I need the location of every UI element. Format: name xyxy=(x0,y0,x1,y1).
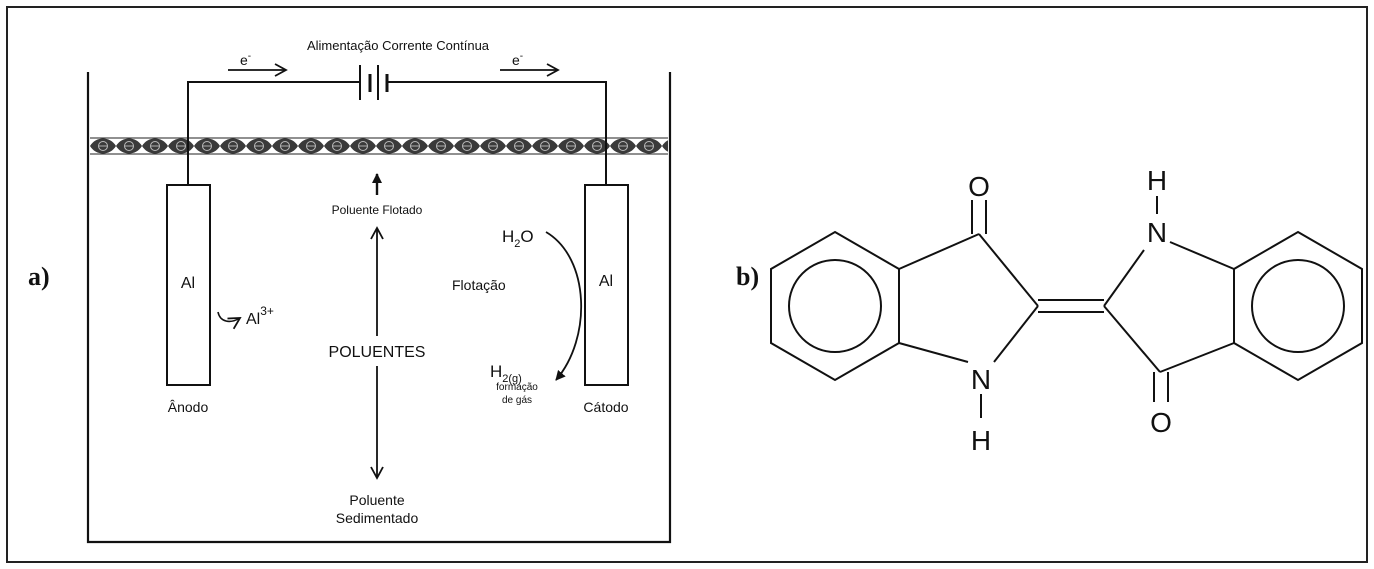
ion-label: Al3+ xyxy=(246,304,274,328)
atom-o-top: O xyxy=(968,171,990,202)
figure-frame xyxy=(6,6,1368,563)
sediment-label-line1: Poluente xyxy=(349,492,404,508)
panel-a-label: a) xyxy=(28,262,50,291)
flotation-label: Flotação xyxy=(452,277,506,293)
left-aromatic-circle xyxy=(788,259,882,353)
anode-electrode xyxy=(166,184,211,386)
right-aromatic-circle xyxy=(1251,259,1345,353)
bond xyxy=(898,233,980,270)
indigo-atoms: O N H H N O xyxy=(968,165,1172,456)
foam-layer xyxy=(90,133,668,159)
battery-icon xyxy=(359,65,389,100)
anode-label: Ânodo xyxy=(168,399,209,415)
anode-metal-label: Al xyxy=(181,275,195,292)
bond xyxy=(993,305,1039,363)
foam-edge xyxy=(90,137,668,155)
power-supply-label: Alimentação Corrente Contínua xyxy=(307,38,490,53)
ion-release-arrow xyxy=(217,311,242,330)
floated-pollutant-label: Poluente Flotado xyxy=(332,203,423,217)
gas-label-line2: de gás xyxy=(502,395,532,406)
electron-left-label: e- xyxy=(240,51,251,68)
bond xyxy=(978,233,1039,307)
water-label: H2O xyxy=(502,227,534,250)
gas-label-line1: formação xyxy=(496,382,538,393)
bond xyxy=(1103,249,1145,307)
hydrogen-label: H2(g) xyxy=(490,362,522,385)
indigo-structure xyxy=(770,196,1363,418)
bond xyxy=(1169,241,1235,270)
atom-n-top: N xyxy=(1147,217,1167,248)
left-benzene-ring xyxy=(770,230,900,382)
sediment-label-line2: Sedimentado xyxy=(336,510,419,526)
electron-right-label: e- xyxy=(512,51,523,68)
panel-b-label: b) xyxy=(736,262,760,291)
bond xyxy=(1103,305,1161,373)
right-benzene-ring xyxy=(1233,230,1363,382)
atom-h-top: H xyxy=(1147,165,1167,196)
pollutants-label: POLUENTES xyxy=(329,344,426,361)
tank-outline xyxy=(86,72,672,544)
bond xyxy=(1159,342,1235,373)
atom-n-bottom: N xyxy=(971,364,991,395)
atom-h-bottom: H xyxy=(971,425,991,456)
wire-right xyxy=(387,81,607,185)
cathode-electrode xyxy=(584,184,629,386)
wire-left xyxy=(187,81,360,185)
cathode-metal-label: Al xyxy=(599,273,613,290)
cathode-label: Cátodo xyxy=(583,399,628,415)
electrocoagulation-cell: Alimentação Corrente Contínua e- e- Al Â… xyxy=(86,38,672,544)
flotation-arrow xyxy=(545,231,582,381)
atom-o-bottom: O xyxy=(1150,407,1172,438)
bond xyxy=(898,342,969,363)
